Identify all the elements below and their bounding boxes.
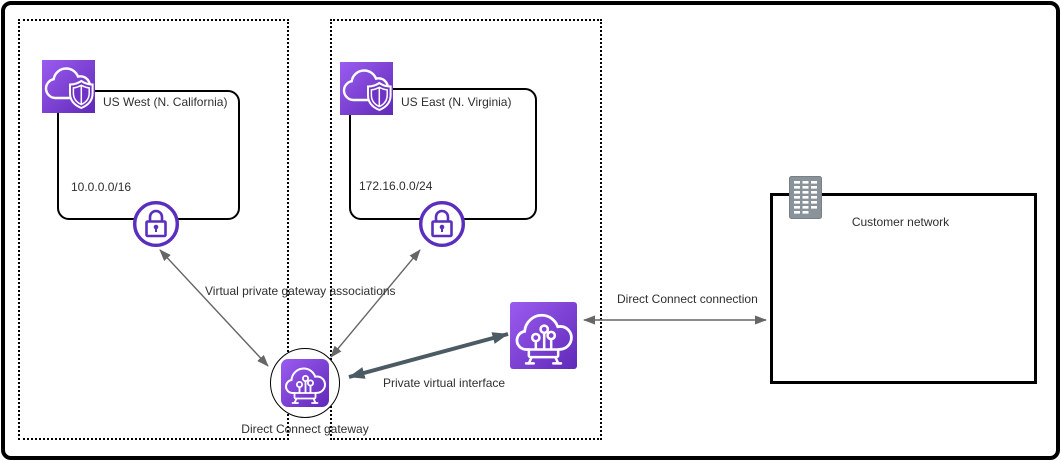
- virtual-private-gateway-east: [417, 199, 467, 249]
- vpc-cidr-us-west: 10.0.0.0/16: [71, 180, 132, 194]
- vpc-box-us-west: [57, 90, 240, 220]
- virtual-private-gateway-west: [131, 199, 181, 249]
- lock-icon: [133, 201, 179, 247]
- vpc-title-us-west: US West (N. California): [103, 95, 228, 109]
- label-private-virtual-interface: Private virtual interface: [383, 376, 506, 390]
- vpc-icon-us-east: [340, 62, 393, 115]
- vpc-cidr-us-east: 172.16.0.0/24: [359, 179, 433, 193]
- office-building-icon: [789, 176, 822, 219]
- region-us-west: [18, 19, 289, 440]
- label-customer-network: Customer network: [851, 215, 950, 229]
- vpc-icon-us-west: [42, 60, 95, 113]
- region-us-east: [330, 19, 602, 440]
- arrow-vgw-west-association: [159, 249, 269, 367]
- label-vgw-associations: Virtual private gateway associations: [205, 284, 396, 298]
- arrow-vgw-east-association: [330, 249, 421, 358]
- amazon-vpc-icon: [44, 67, 94, 110]
- amazon-vpc-icon: [342, 69, 392, 112]
- lock-icon: [419, 201, 465, 247]
- vpc-title-us-east: US East (N. Virginia): [401, 95, 512, 109]
- label-direct-connect-connection: Direct Connect connection: [617, 292, 758, 306]
- arrow-private-virtual-interface: [348, 332, 509, 379]
- customer-network-box: [770, 193, 1037, 384]
- direct-connect-gateway-node: [270, 348, 340, 418]
- vpc-box-us-east: [349, 88, 537, 220]
- label-direct-connect-gateway: Direct Connect gateway: [241, 422, 369, 436]
- direct-connect-gateway-icon: [281, 359, 329, 407]
- direct-connect-icon: [510, 302, 577, 369]
